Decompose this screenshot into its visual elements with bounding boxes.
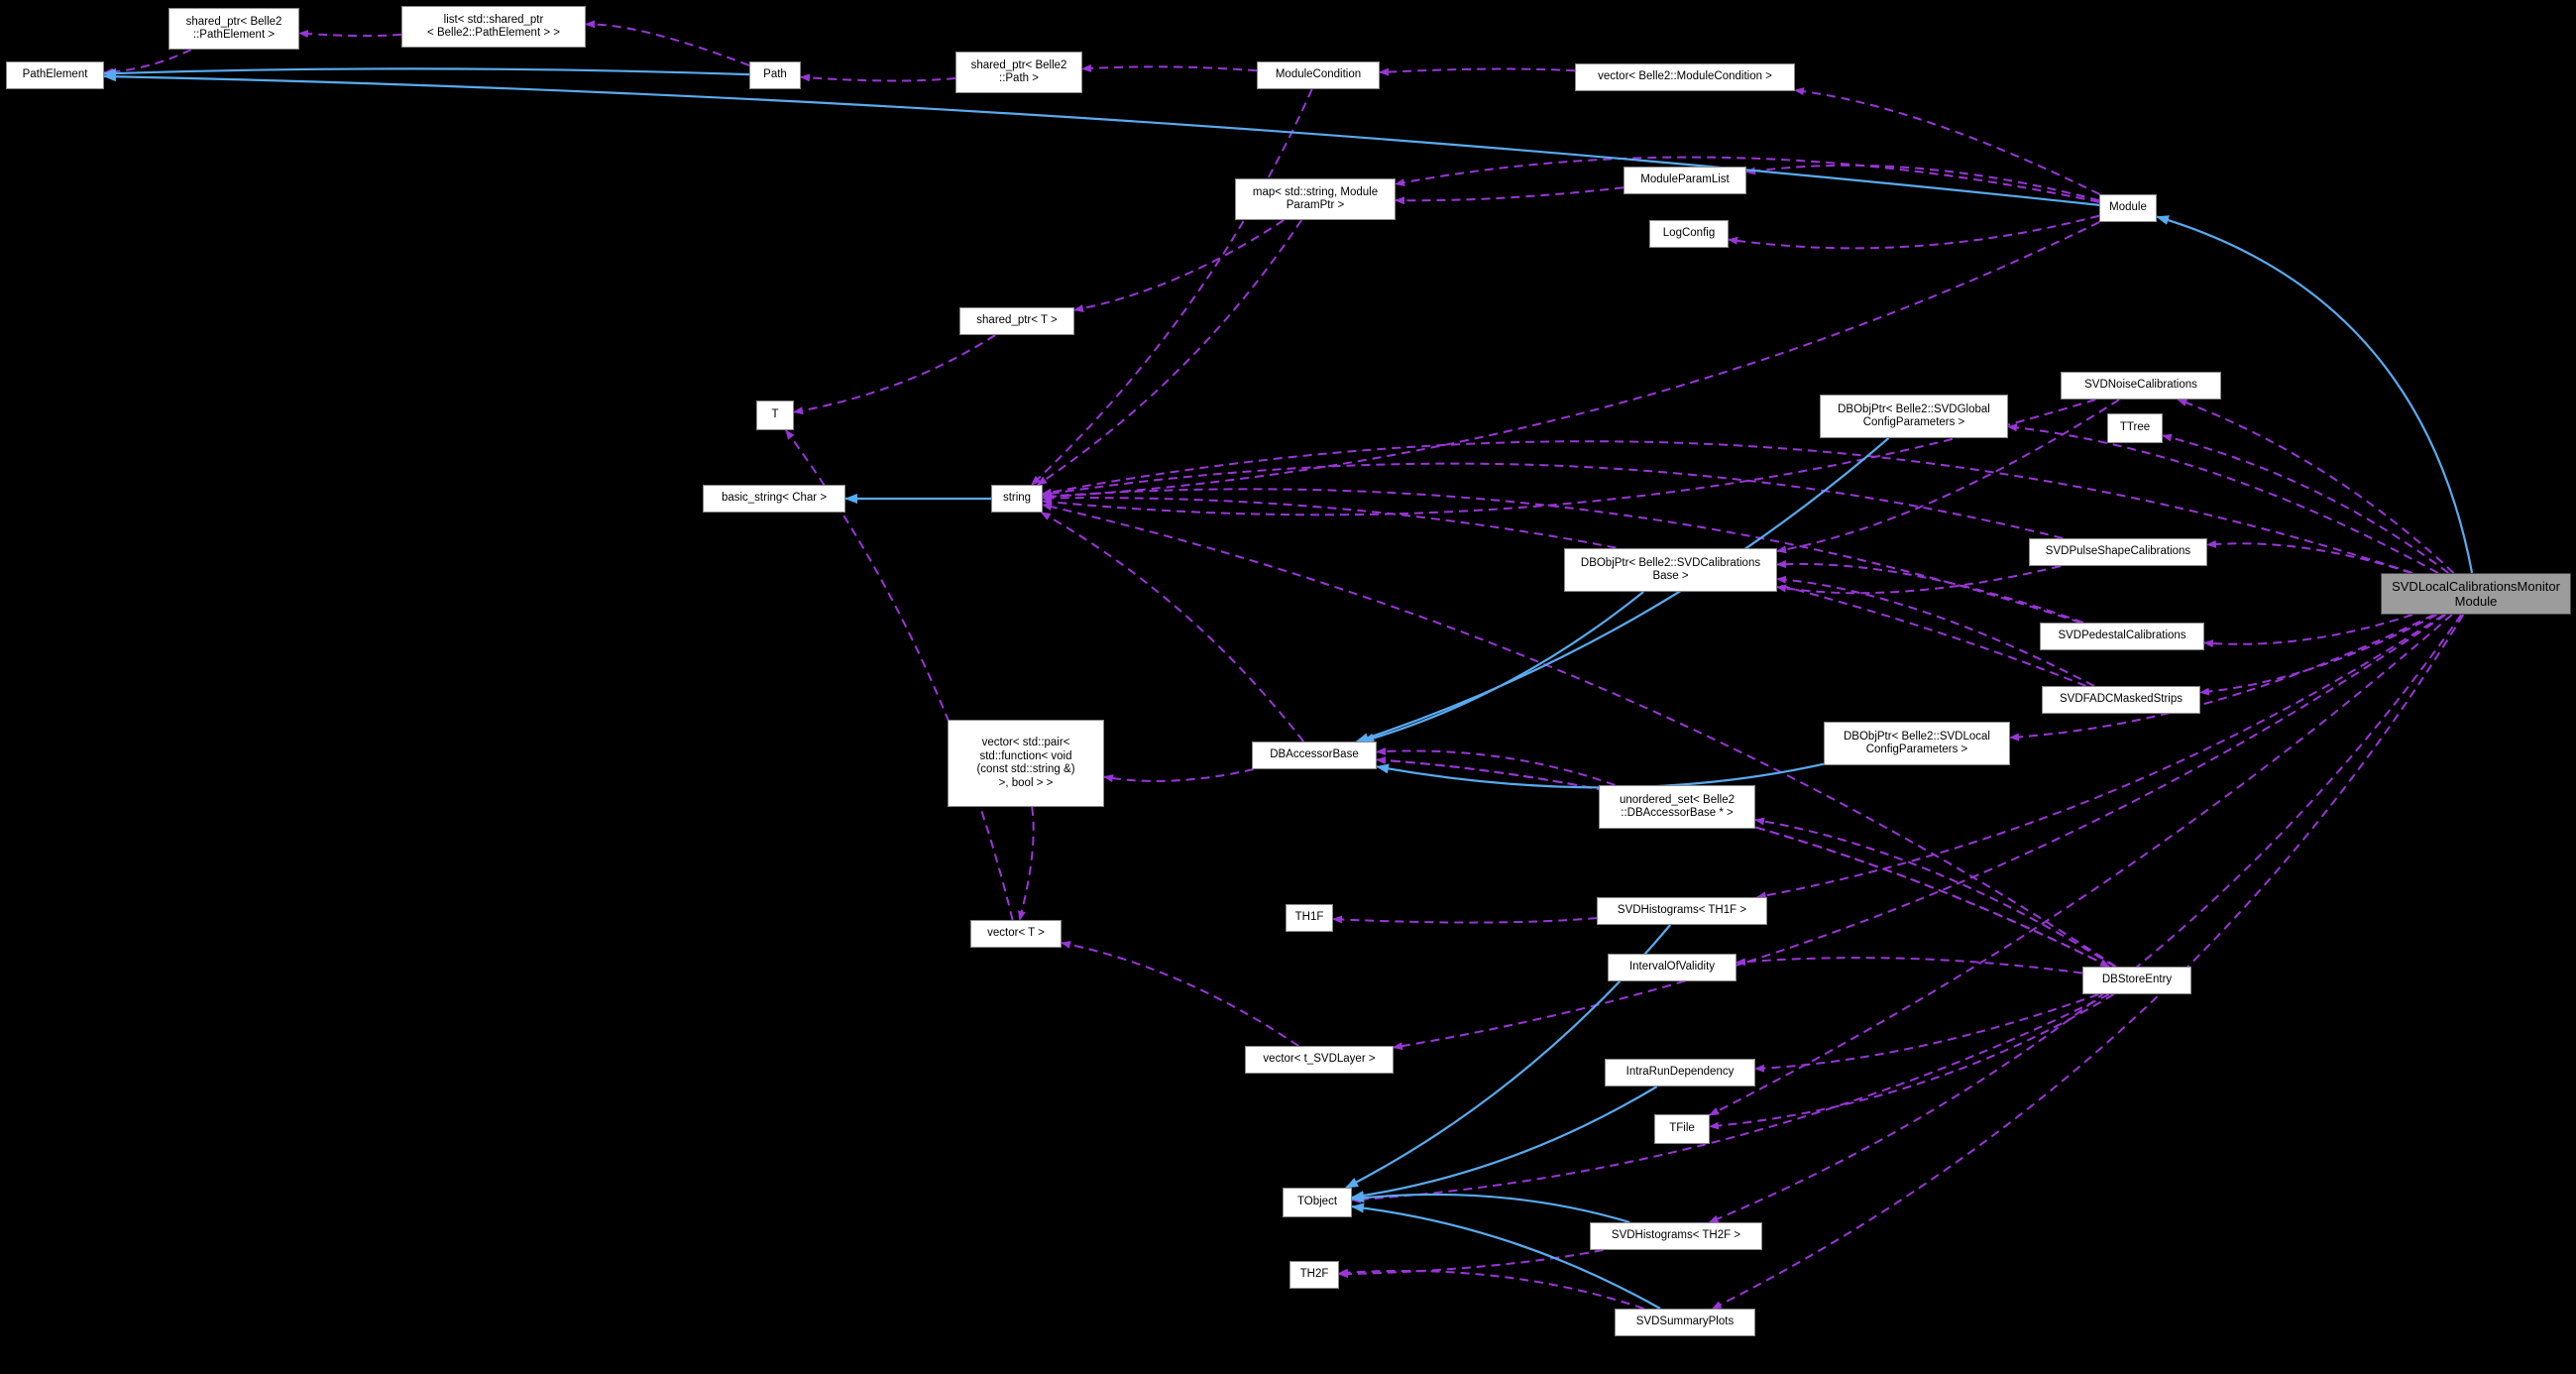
edge-mapParam-string (1037, 219, 1302, 486)
edge-sharedPtrPath-path (800, 73, 956, 82)
edge-path-listSharedPtr (585, 20, 750, 66)
edge-vectorModuleCondition-moduleCondition (1379, 67, 1576, 76)
edge-monitor-svdHistTH1F (1755, 614, 2445, 900)
node-intervalofvalidity[interactable]: IntervalOfValidity (1608, 954, 1736, 981)
edge-dbAccessorBase-vectorStdPair (1103, 768, 1255, 783)
edge-module-pathElement (103, 71, 2100, 206)
edge-svdFadcMasked-dbObjPtrCalibBase (1776, 575, 2095, 687)
node-shared-ptr-pathelement[interactable]: shared_ptr< Belle2 ::PathElement > (168, 8, 299, 50)
node-svdhistograms-th2f[interactable]: SVDHistograms< TH2F > (1590, 1222, 1762, 1250)
edge-svdNoiseCalibrations-dbObjPtrCalibBase (1776, 399, 2120, 554)
node-tfile[interactable]: TFile (1654, 1114, 1710, 1144)
node-basic-string-char[interactable]: basic_string< Char > (703, 485, 845, 513)
node-moduleparamlist[interactable]: ModuleParamList (1624, 167, 1746, 194)
node-th1f[interactable]: TH1F (1286, 904, 1333, 932)
edge-intraRunDependency-tObject (1351, 1086, 1658, 1201)
edge-monitor-svdNoiseCalibrations (2177, 399, 2455, 574)
edge-module-logConfig (1728, 214, 2100, 250)
edge-monitor-svdFadcMasked (2199, 614, 2437, 696)
node-svdhistograms-th1f[interactable]: SVDHistograms< TH1F > (1597, 897, 1767, 925)
edge-listSharedPtr-sharedPtrPathElement (298, 30, 402, 39)
node-pathelement[interactable]: PathElement (6, 61, 104, 89)
node-th2f[interactable]: TH2F (1289, 1261, 1339, 1289)
edge-dbObjPtrCalibBase-dbAccessorBase (1361, 591, 1644, 744)
node-ttree[interactable]: TTree (2107, 413, 2163, 443)
edge-monitor-tFile (1709, 614, 2453, 1116)
node-svdpedestalcalibrations[interactable]: SVDPedestalCalibrations (2040, 623, 2204, 650)
node-vector-std-pair-function[interactable]: vector< std::pair< std::function< void (… (948, 720, 1104, 807)
edge-path-pathElement (103, 67, 750, 79)
node-unordered-set-dbaccessorbase[interactable]: unordered_set< Belle2 ::DBAccessorBase *… (1599, 785, 1755, 829)
edge-vectorStdPair-vectorT (1018, 806, 1035, 921)
node-dbobjptr-svdglobalconfigparameters[interactable]: DBObjPtr< Belle2::SVDGlobal ConfigParame… (1820, 395, 2008, 438)
node-intrarundependency[interactable]: IntraRunDependency (1605, 1059, 1755, 1087)
node-vector-t[interactable]: vector< T > (970, 920, 1062, 948)
edge-monitor-dbObjPtrLocal (2009, 614, 2434, 742)
node-vector-t-svdlayer[interactable]: vector< t_SVDLayer > (1245, 1046, 1394, 1074)
node-t[interactable]: T (756, 401, 794, 430)
edge-dbStoreEntry-intraRunDependency (1754, 993, 2099, 1073)
edge-module-vectorModuleCondition (1794, 87, 2100, 195)
edge-dbStoreEntry-intervalOfValidity (1736, 957, 2083, 974)
edge-svdHistTH1F-th1f (1332, 915, 1598, 924)
edge-monitor-svdPedestal (2203, 614, 2413, 648)
node-dbstoreentry[interactable]: DBStoreEntry (2082, 967, 2191, 994)
node-logconfig[interactable]: LogConfig (1649, 220, 1729, 248)
edge-module-string (1042, 221, 2100, 501)
edge-svdPedestal-string (1042, 488, 2081, 624)
edge-moduleParamList-mapParam (1395, 186, 1624, 205)
edge-svdSummaryPlots-tObject (1351, 1202, 1661, 1310)
edge-svdHistTH2F-th2f (1338, 1249, 1604, 1279)
node-dbaccessorbase[interactable]: DBAccessorBase (1252, 742, 1377, 769)
edge-sharedPtrT-t (793, 334, 996, 415)
node-tobject[interactable]: TObject (1283, 1188, 1352, 1217)
node-svdfadcmaskedstrips[interactable]: SVDFADCMaskedStrips (2042, 686, 2200, 714)
node-dbobjptr-svdcalibrationsbase[interactable]: DBObjPtr< Belle2::SVDCalibrations Base > (1564, 548, 1777, 592)
edge-svdSummaryPlots-th2f (1338, 1268, 1644, 1310)
edge-sharedPtrPathElement-pathElement (103, 49, 192, 76)
edge-module-mapParam (1395, 156, 2100, 203)
edge-dbAccessorBase-string (1040, 512, 1304, 743)
edge-monitor-tTree (2162, 433, 2449, 574)
edge-dbStoreEntry-unorderedSet (1754, 817, 2116, 968)
node-path[interactable]: Path (749, 61, 801, 89)
edge-monitor-module (2156, 215, 2474, 574)
node-svdlocalcalibrationsmonitormodule[interactable]: SVDLocalCalibrationsMonitor Module (2381, 573, 2571, 615)
edge-svdFadcMasked-string (1042, 494, 2087, 687)
edge-svdHistTH2F-tObject (1351, 1193, 1630, 1224)
edge-module-moduleParamList (1745, 164, 2100, 202)
edge-moduleCondition-sharedPtrPath (1081, 63, 1258, 72)
edge-dbObjPtrLocal-dbAccessorBase (1376, 762, 1825, 789)
node-svdpulseshapecalibrations[interactable]: SVDPulseShapeCalibrations (2029, 538, 2207, 566)
edge-dbStoreEntry-tFile (1709, 993, 2115, 1130)
node-list-shared-ptr-pathelement[interactable]: list< std::shared_ptr < Belle2::PathElem… (401, 6, 586, 48)
edge-unorderedSet-dbAccessorBase (1376, 746, 1616, 786)
edge-monitor-dbObjPtrGlobal (2007, 423, 2439, 574)
edge-svdPulseShape-dbObjPtrCalibBase (1776, 565, 2062, 595)
edge-dbObjPtrGlobal-dbAccessorBase (1355, 437, 1890, 744)
edge-svdNoiseCalibrations-string (1042, 399, 2096, 516)
edge-svdPedestal-dbObjPtrCalibBase (1776, 560, 2084, 624)
edge-mapParam-sharedPtrT (1073, 219, 1285, 313)
node-svdsummaryplots[interactable]: SVDSummaryPlots (1615, 1309, 1755, 1336)
node-module[interactable]: Module (2099, 194, 2157, 222)
edge-monitor-svdSummaryPlots (1711, 614, 2465, 1310)
node-string[interactable]: string (991, 485, 1043, 513)
node-dbobjptr-svdlocalconfigparameters[interactable]: DBObjPtr< Belle2::SVDLocal ConfigParamet… (1824, 722, 2010, 765)
node-svdnoisecalibrations[interactable]: SVDNoiseCalibrations (2061, 372, 2221, 400)
node-map-string-moduleparamptr[interactable]: map< std::string, Module ParamPtr > (1235, 178, 1396, 220)
edge-dbStoreEntry-tObject (1351, 993, 2110, 1203)
edge-monitor-svdPulseShape (2206, 539, 2412, 574)
edge-vectorTSvdLayer-vectorT (1061, 940, 1299, 1047)
node-modulecondition[interactable]: ModuleCondition (1257, 61, 1380, 89)
edge-moduleCondition-string (1031, 88, 1313, 486)
edge-monitor-vectorTSvdLayer (1393, 614, 2446, 1051)
edge-dbStoreEntry-string (1042, 503, 2117, 968)
edge-svdPulseShape-string (1042, 462, 2064, 539)
node-vector-modulecondition[interactable]: vector< Belle2::ModuleCondition > (1575, 63, 1795, 91)
node-shared-ptr-t[interactable]: shared_ptr< T > (959, 307, 1074, 335)
node-shared-ptr-path[interactable]: shared_ptr< Belle2 ::Path > (955, 52, 1082, 93)
